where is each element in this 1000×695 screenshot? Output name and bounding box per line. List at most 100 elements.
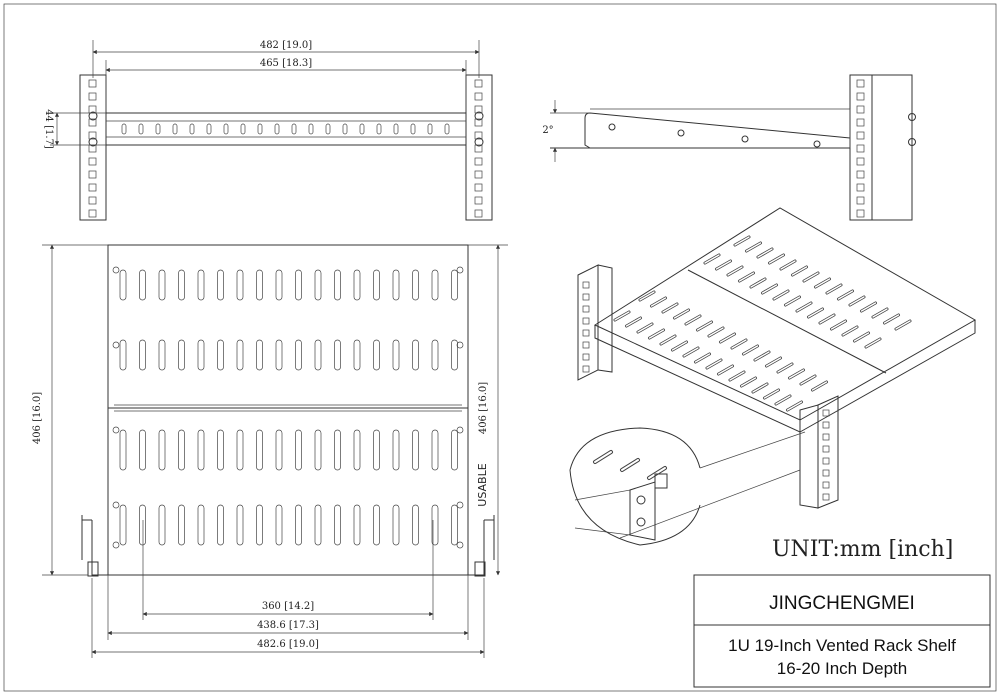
vent-slot xyxy=(178,429,185,471)
vent-slot xyxy=(373,504,380,546)
side-rail-flange xyxy=(871,74,913,221)
vent-slot xyxy=(197,269,205,301)
vent-slot xyxy=(197,504,205,546)
vent-slot xyxy=(256,429,263,471)
vent-slot xyxy=(392,339,400,371)
shelf-front-panel xyxy=(105,112,467,146)
vent-slot xyxy=(295,429,302,471)
vent-slot xyxy=(119,429,127,471)
vent-slot xyxy=(412,429,419,471)
vent-slot xyxy=(373,269,380,301)
vent-slot xyxy=(257,123,263,135)
vent-slot xyxy=(236,339,244,371)
iso-vent-slots xyxy=(613,235,912,412)
rail-hole xyxy=(474,118,483,127)
rail-hole xyxy=(856,79,865,88)
dim-depth-left: 406 [16.0] xyxy=(32,392,43,444)
vent-slot xyxy=(189,123,195,135)
vent-slot xyxy=(308,123,314,135)
vent-slot xyxy=(314,504,322,546)
iso-shelf-top xyxy=(593,207,977,421)
vent-slot xyxy=(139,269,146,301)
vent-slot xyxy=(217,429,224,471)
screw-icon xyxy=(456,501,464,509)
vent-slot xyxy=(295,504,302,546)
screw-icon xyxy=(88,111,98,121)
side-rail-holes xyxy=(856,79,865,218)
vent-slot xyxy=(353,269,361,301)
vent-slot xyxy=(427,123,433,135)
vent-slot xyxy=(325,123,331,135)
vent-slot xyxy=(412,339,419,371)
screw-icon xyxy=(474,111,484,121)
rail-hole xyxy=(856,183,865,192)
vent-slot xyxy=(412,269,419,301)
detail-callout xyxy=(569,469,701,546)
title-block xyxy=(693,574,991,688)
vent-slot xyxy=(275,269,283,301)
rail-hole xyxy=(88,157,97,166)
rail-hole xyxy=(88,131,97,140)
vent-slot xyxy=(223,123,229,135)
vent-slot xyxy=(295,269,302,301)
rail-hole xyxy=(856,196,865,205)
dim-overall-width: 482 [19.0] xyxy=(260,40,312,51)
vent-slot xyxy=(121,123,127,135)
vent-slot xyxy=(178,339,185,371)
vent-slot xyxy=(295,339,302,371)
vent-slot xyxy=(412,504,419,546)
vent-slot xyxy=(256,339,263,371)
vent-slot xyxy=(451,339,458,371)
vent-slot xyxy=(392,429,400,471)
detail-bracket xyxy=(629,481,656,541)
vent-slot xyxy=(431,339,439,371)
dim-height: 44 [1.7] xyxy=(43,109,54,149)
rail-hole xyxy=(474,79,483,88)
rail-hole xyxy=(474,157,483,166)
top-view: 406 [16.0] 406 [16.0] USABLE 360 [14.2] … xyxy=(32,244,508,658)
rail-hole xyxy=(856,131,865,140)
tilt-angle: 2° xyxy=(542,125,553,136)
product-name-line2: 16-20 Inch Depth xyxy=(777,659,907,678)
vent-slot xyxy=(139,504,146,546)
screw-icon xyxy=(456,541,464,549)
vent-slot xyxy=(275,504,283,546)
rail-hole xyxy=(856,209,865,218)
rail-hole xyxy=(88,118,97,127)
vent-slot xyxy=(155,123,161,135)
screw-icon xyxy=(456,266,464,274)
vent-slot xyxy=(451,429,458,471)
rail-hole xyxy=(856,118,865,127)
screw-icon xyxy=(88,137,98,147)
vent-slot xyxy=(139,339,146,371)
vent-slot xyxy=(451,504,458,546)
dim-tray-width: 438.6 [17.3] xyxy=(257,620,319,631)
screw-icon xyxy=(112,266,120,274)
vent-slot xyxy=(217,504,224,546)
rail-hole xyxy=(474,131,483,140)
rail-hole xyxy=(856,92,865,101)
vent-slot xyxy=(314,269,322,301)
unit-label: UNIT:mm [inch] xyxy=(772,537,953,562)
left-rail-holes xyxy=(88,79,97,218)
vent-slot xyxy=(353,504,361,546)
rail-hole xyxy=(856,170,865,179)
rail-hole xyxy=(88,79,97,88)
vent-slot xyxy=(139,429,146,471)
rail-hole xyxy=(856,144,865,153)
screw-icon xyxy=(112,426,120,434)
vent-slot xyxy=(236,269,244,301)
screw-icon xyxy=(474,137,484,147)
vent-slot xyxy=(359,123,365,135)
vent-slot xyxy=(353,429,361,471)
vent-slot xyxy=(353,339,361,371)
rail-hole xyxy=(474,209,483,218)
vent-slot xyxy=(334,269,341,301)
right-rail-holes xyxy=(474,79,483,218)
vent-slot xyxy=(392,269,400,301)
vent-slot xyxy=(431,504,439,546)
vent-slot xyxy=(334,339,341,371)
product-name-line1: 1U 19-Inch Vented Rack Shelf xyxy=(728,636,956,655)
side-view: 2° xyxy=(542,74,916,221)
vent-slot xyxy=(119,339,127,371)
